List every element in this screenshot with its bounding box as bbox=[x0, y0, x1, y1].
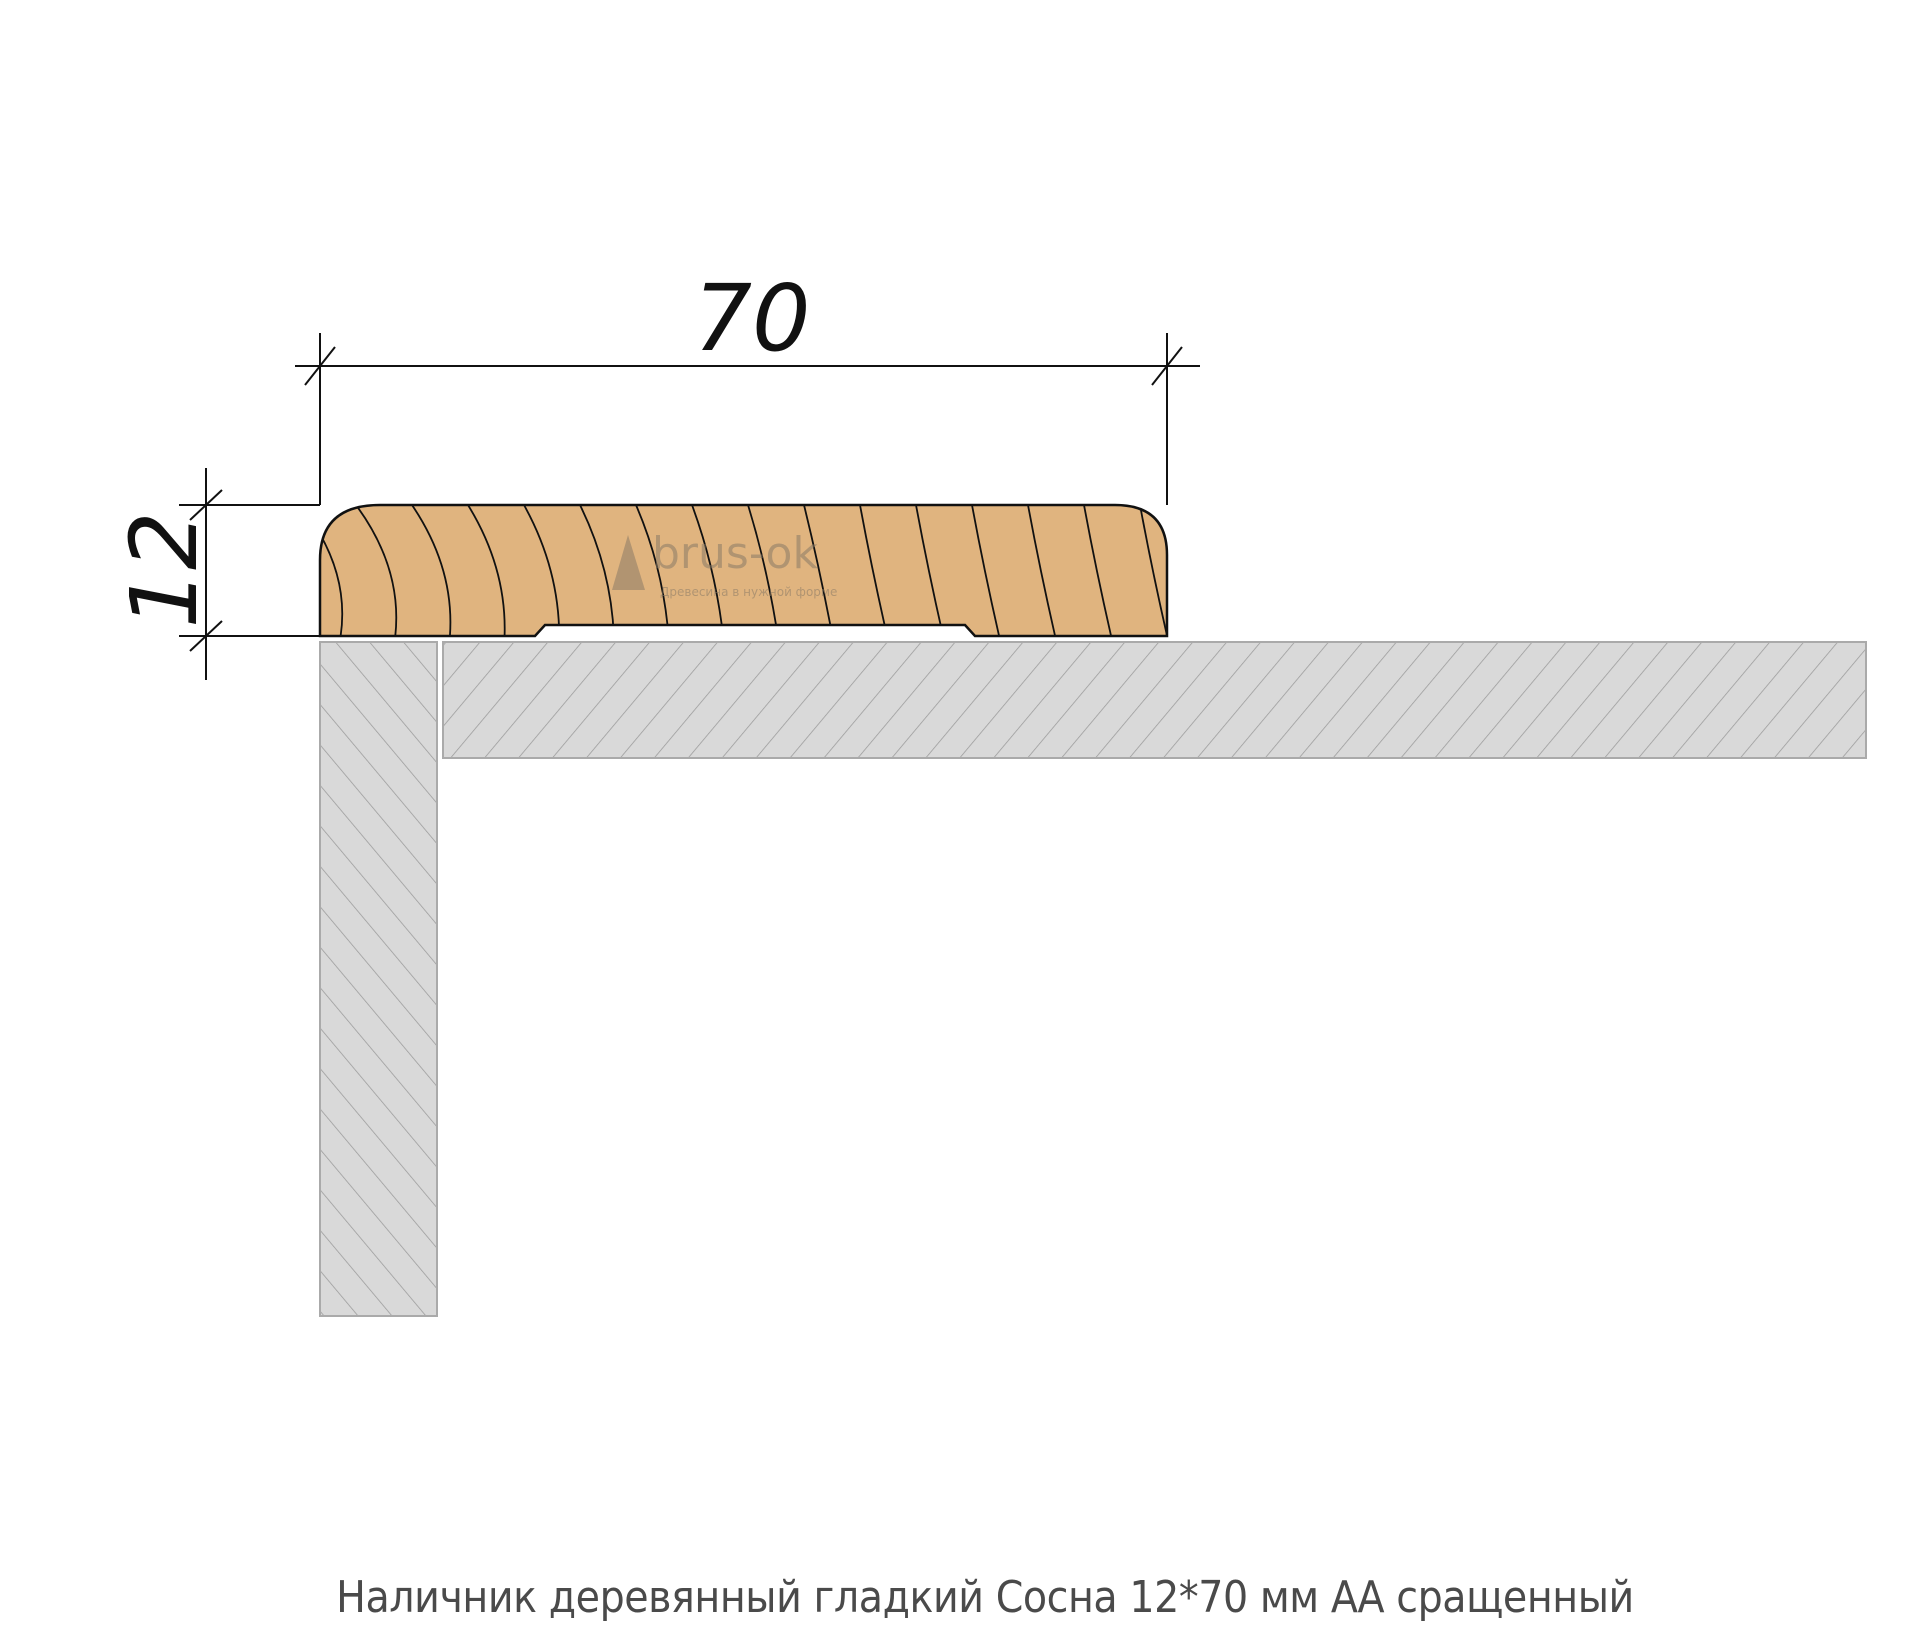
width-dimension-label: 70 bbox=[693, 265, 810, 372]
height-dimension bbox=[179, 468, 320, 680]
wood-grain-line bbox=[971, 505, 1001, 636]
width-dimension bbox=[295, 333, 1200, 505]
product-caption: Наличник деревянный гладкий Сосна 12*70 … bbox=[336, 1572, 1634, 1623]
wood-grain-line bbox=[320, 505, 344, 636]
watermark-tagline: Древесина в нужной форме bbox=[660, 585, 837, 599]
casing-board-profile bbox=[318, 503, 1224, 640]
wood-grain-line bbox=[1196, 505, 1224, 640]
watermark-brand: brus-ok bbox=[652, 528, 818, 579]
wood-grain-line bbox=[411, 505, 452, 636]
height-dimension-label: 12 bbox=[111, 511, 218, 628]
wood-grain-line bbox=[1027, 505, 1057, 636]
wood-grain-line bbox=[1083, 505, 1113, 636]
wall-vertical-hatch bbox=[319, 641, 438, 1317]
wall-horizontal-hatch bbox=[442, 641, 1867, 759]
wood-grain-line bbox=[467, 505, 506, 636]
wood-grain-line bbox=[355, 505, 398, 636]
wood-grain-line bbox=[1139, 505, 1167, 636]
brus-ok-logo-icon bbox=[612, 535, 645, 590]
